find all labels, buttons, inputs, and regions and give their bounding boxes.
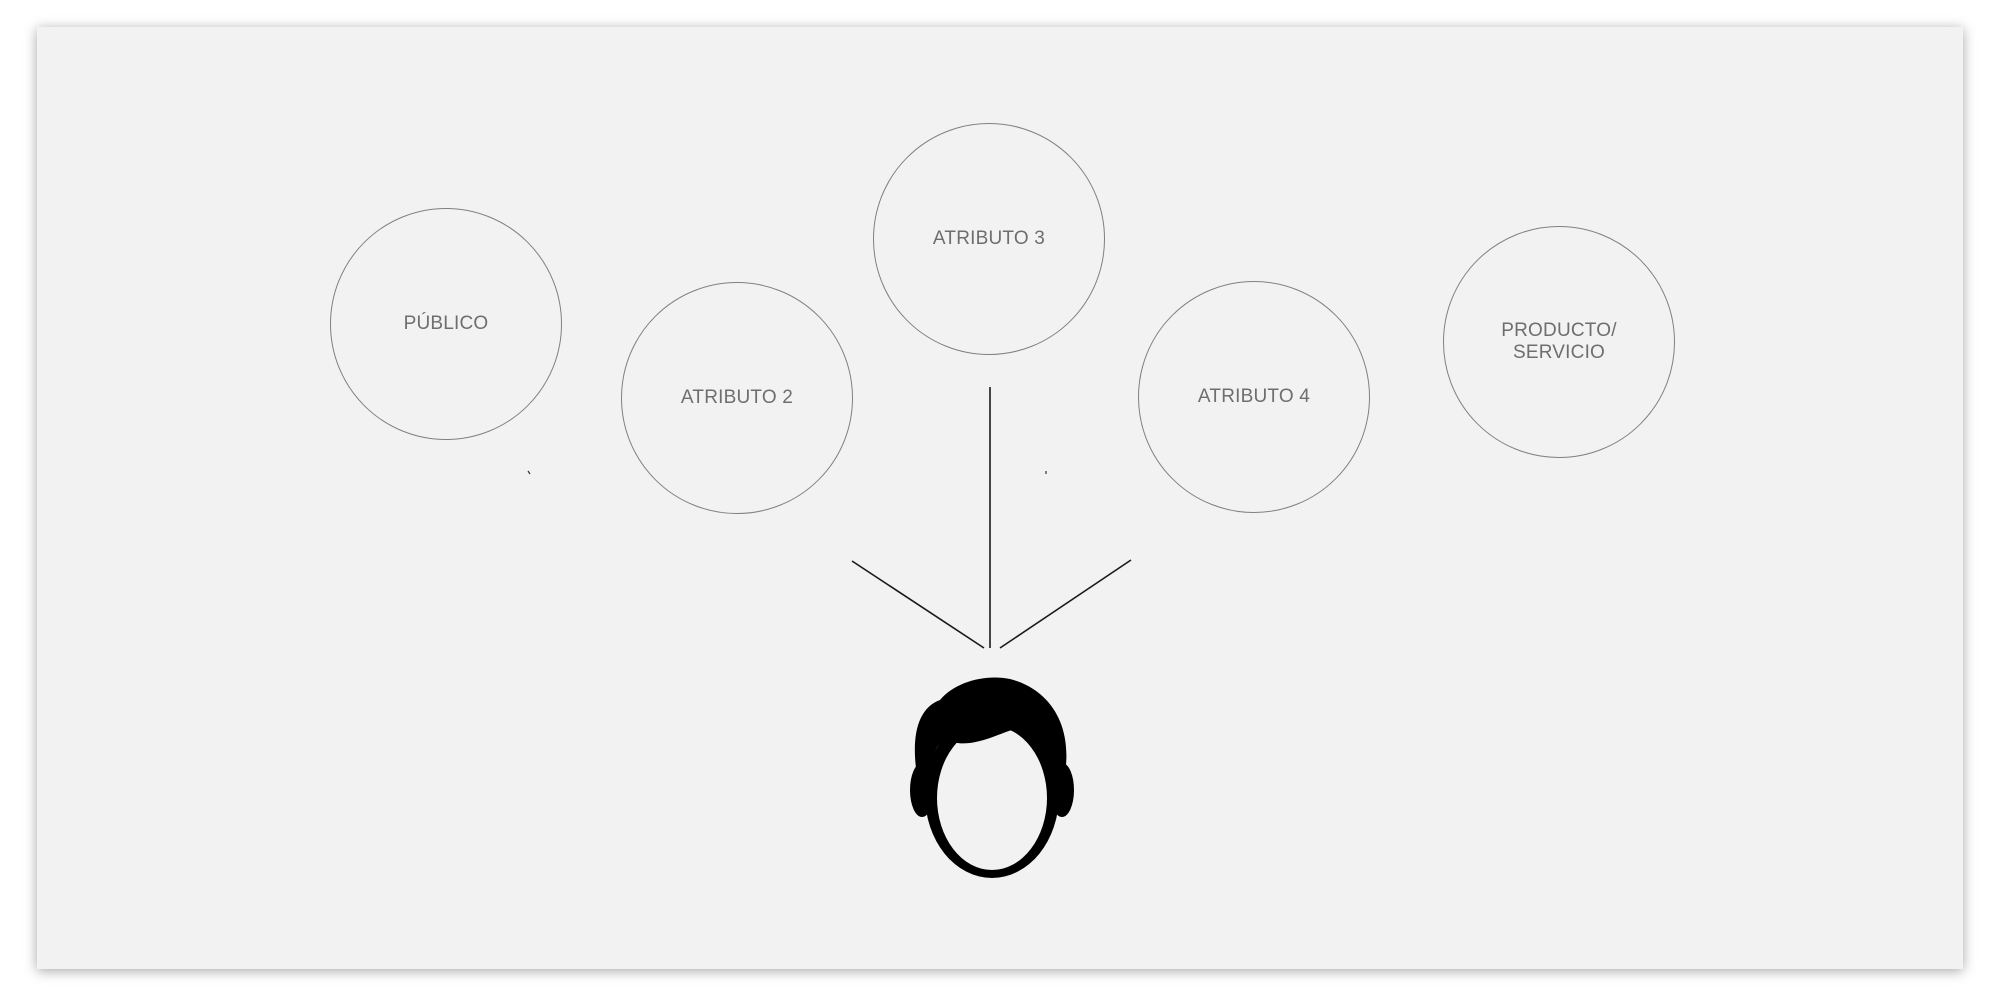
connector-person-to-atributo-2 (851, 560, 985, 649)
node-atributo-2: ATRIBUTO 2 (621, 282, 853, 514)
node-atributo-3: ATRIBUTO 3 (873, 123, 1105, 355)
stray-mark (527, 470, 531, 475)
node-label-atributo-4: ATRIBUTO 4 (1197, 386, 1311, 407)
person-head-icon (910, 677, 1074, 878)
node-atributo-4: ATRIBUTO 4 (1138, 281, 1370, 513)
node-label-atributo-3: ATRIBUTO 3 (932, 228, 1046, 249)
node-label-atributo-2: ATRIBUTO 2 (680, 387, 794, 408)
node-producto-servicio: PRODUCTO/ SERVICIO (1443, 226, 1675, 458)
node-publico: PÚBLICO (330, 208, 562, 440)
connector-person-to-atributo-4 (999, 559, 1132, 649)
node-label-publico: PÚBLICO (403, 313, 489, 334)
node-label-producto-servicio: PRODUCTO/ SERVICIO (1501, 320, 1617, 363)
